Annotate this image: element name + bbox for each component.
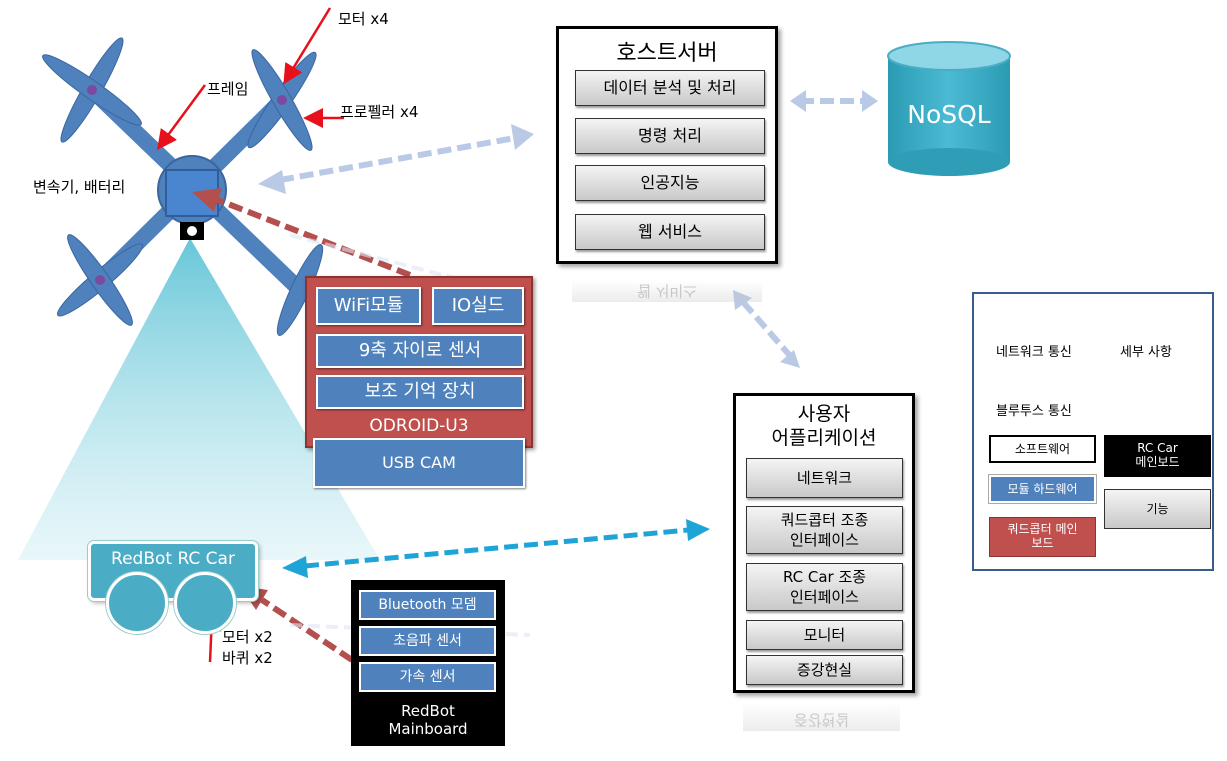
data-analysis-item: 데이터 분석 및 처리 [575, 70, 765, 106]
legend-quad-mainboard: 쿼드콥터 메인 보드 [989, 517, 1096, 557]
storage-device: 보조 기억 장치 [316, 375, 524, 409]
user-app-title-line1: 사용자 [797, 403, 851, 425]
rccar-control-line1: RC Car 조종 [782, 568, 867, 586]
ai-item: 인공지능 [575, 165, 765, 201]
wheel-icon [106, 572, 168, 634]
wheel-icon [174, 572, 236, 634]
user-app-title: 사용자 어플리케이션 [736, 402, 912, 450]
camera-view-cone [18, 238, 380, 560]
motor-label: 모터 x4 [338, 10, 389, 28]
propeller-label: 프로펠러 x4 [340, 103, 419, 121]
rccar-control-item: RC Car 조종 인터페이스 [746, 563, 903, 611]
redbot-label-line2: Mainboard [388, 720, 468, 738]
usb-cam: USB CAM [313, 438, 525, 488]
app-reflection: 증강현실 [743, 703, 900, 731]
legend-network-label: 네트워크 통신 [996, 345, 1072, 360]
network-item: 네트워크 [746, 458, 903, 498]
legend-module-hw: 모듈 하드웨어 [989, 475, 1096, 503]
quad-control-line1: 쿼드콥터 조종 [780, 511, 869, 529]
legend-rc-mainboard-line1: RC Car [1137, 441, 1178, 455]
ar-item: 증강현실 [746, 655, 903, 685]
car-wheel-label: 바퀴 x2 [222, 649, 273, 667]
database-icon [887, 41, 1011, 176]
car-motor-label: 모터 x2 [222, 628, 273, 646]
wifi-module: WiFi모듈 [316, 287, 421, 325]
legend-function: 기능 [1104, 489, 1211, 529]
odroid-label: ODROID-U3 [369, 416, 469, 436]
host-server-title: 호스트서버 [616, 41, 718, 66]
legend-quad-mainboard-line1: 쿼드콥터 메인 [1007, 522, 1078, 536]
rccar-control-line2: 인터페이스 [789, 588, 859, 606]
frame-label: 프레임 [207, 80, 249, 98]
rc-car-label: RedBot RC Car [111, 549, 235, 569]
bluetooth-modem: Bluetooth 모뎀 [359, 590, 496, 620]
legend-rc-mainboard: RC Car 메인보드 [1104, 435, 1211, 477]
converter-battery-label: 변속기, 배터리 [33, 178, 126, 196]
nosql-label: NoSQL [907, 100, 991, 129]
accel-sensor: 가속 센서 [359, 662, 496, 692]
user-app-title-line2: 어플리케이션 [771, 427, 877, 449]
gyro-sensor: 9축 자이로 센서 [316, 334, 524, 368]
host-server-box: 호스트서버 데이터 분석 및 처리 명령 처리 인공지능 웹 서비스 [556, 26, 778, 264]
ultrasonic-sensor: 초음파 센서 [359, 626, 496, 656]
legend-software: 소프트웨어 [989, 435, 1096, 463]
redbot-label-line1: RedBot [401, 702, 455, 720]
legend-bluetooth-label: 블루투스 통신 [996, 404, 1072, 419]
command-processing-item: 명령 처리 [575, 118, 765, 154]
io-shield: IO실드 [432, 287, 524, 325]
legend-detail-label: 세부 사항 [1120, 345, 1172, 360]
odroid-board: WiFi모듈 IO실드 9축 자이로 센서 보조 기억 장치 ODROID-U3 [305, 276, 533, 448]
user-app-box: 사용자 어플리케이션 네트워크 쿼드콥터 조종 인터페이스 RC Car 조종 … [733, 393, 915, 693]
network-arrows [279, 98, 862, 360]
legend-quad-mainboard-line2: 보드 [1031, 536, 1054, 550]
legend-rc-mainboard-line2: 메인보드 [1135, 455, 1180, 469]
web-service-item: 웹 서비스 [575, 214, 765, 250]
monitor-item: 모니터 [746, 620, 903, 650]
redbot-mainboard: Bluetooth 모뎀 초음파 센서 가속 센서 RedBot Mainboa… [351, 580, 505, 746]
legend: 네트워크 통신 세부 사항 블루투스 통신 소프트웨어 RC Car 메인보드 … [972, 292, 1214, 571]
quad-control-item: 쿼드콥터 조종 인터페이스 [746, 506, 903, 554]
redbot-label: RedBot Mainboard [351, 702, 505, 738]
quad-control-line2: 인터페이스 [789, 531, 859, 549]
host-reflection: 웹 서비스 [572, 280, 762, 302]
